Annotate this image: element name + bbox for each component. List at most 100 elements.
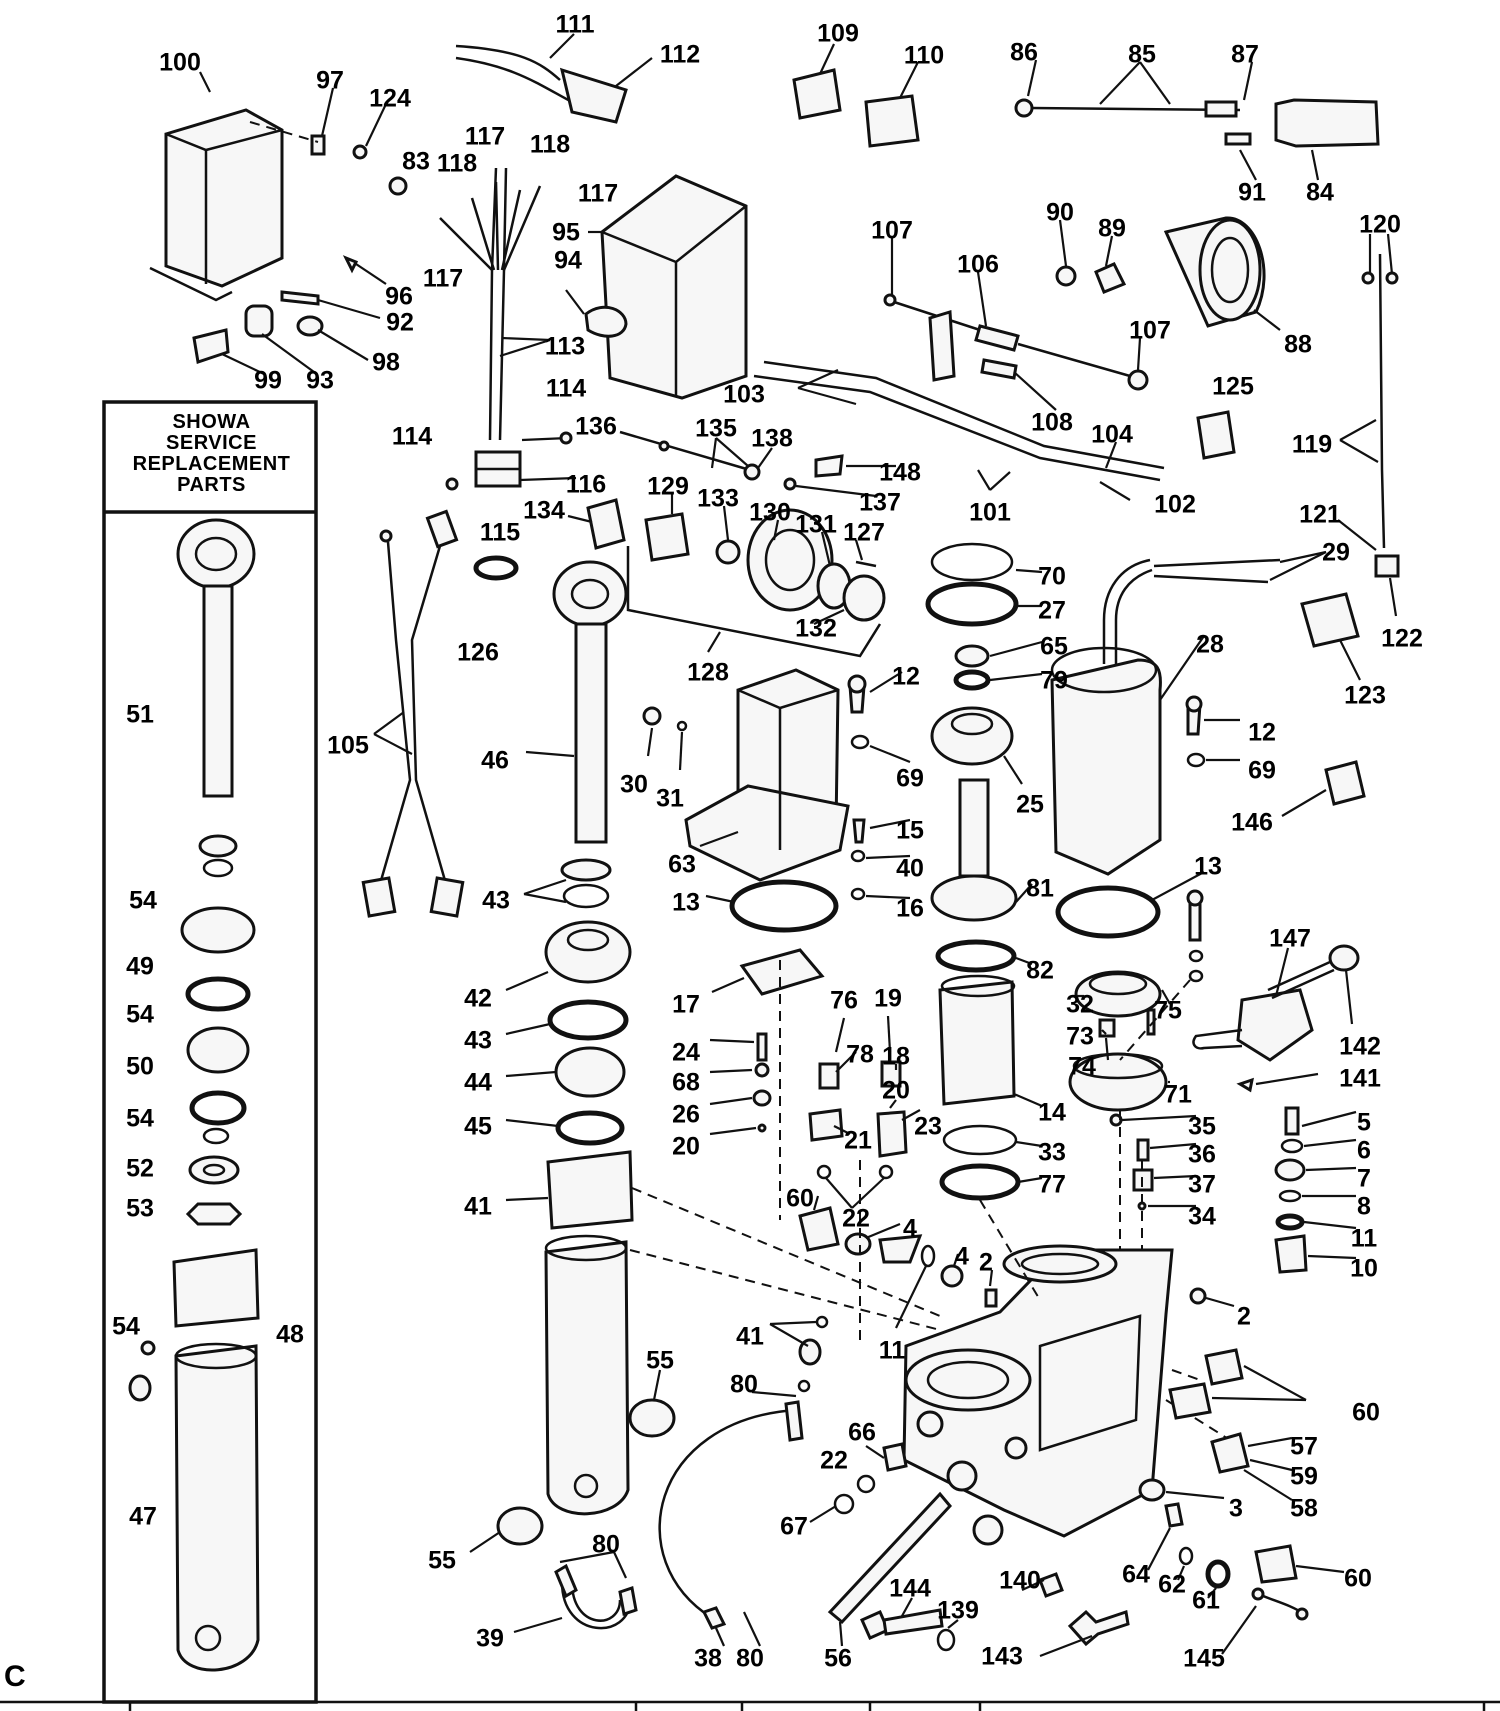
- part-label-119: 119: [1292, 431, 1332, 459]
- pump-housing-body: [902, 1244, 1235, 1546]
- part-label-44: 44: [464, 1069, 492, 1097]
- part-label-6: 6: [1357, 1137, 1371, 1165]
- part-label-121: 121: [1299, 501, 1341, 529]
- part-label-24: 24: [672, 1039, 700, 1067]
- part-label-73: 73: [1066, 1023, 1094, 1051]
- part-label-74: 74: [1068, 1053, 1096, 1081]
- part-label-43: 43: [464, 1027, 492, 1055]
- part-label-19: 19: [874, 985, 902, 1013]
- part-label-10: 10: [1350, 1255, 1378, 1283]
- part-label-138: 138: [751, 425, 793, 453]
- part-label-146: 146: [1231, 809, 1273, 837]
- part-label-28: 28: [1196, 631, 1224, 659]
- part-label-101: 101: [969, 499, 1011, 527]
- part-label-89: 89: [1098, 215, 1126, 243]
- part-label-80: 80: [592, 1531, 620, 1559]
- part-147-manual-release-valve: [1192, 944, 1360, 1093]
- part-label-15: 15: [896, 817, 924, 845]
- part-100-junction-box: [149, 108, 284, 302]
- part-label-87: 87: [1231, 41, 1259, 69]
- part-label-99: 99: [254, 367, 282, 395]
- part-label-32: 32: [1066, 991, 1094, 1019]
- part-label-3: 3: [1229, 1495, 1243, 1523]
- part-119-to-123-harness: [1300, 233, 1400, 681]
- part-41-tilt-cylinder: [544, 1234, 630, 1516]
- part-label-91: 91: [1238, 179, 1266, 207]
- part-label-61: 61: [1192, 1587, 1220, 1615]
- part-135-to-148-fittings: [619, 430, 896, 498]
- part-label-48: 48: [276, 1321, 304, 1349]
- parts-139-140-143-144-145: [860, 1572, 1309, 1658]
- part-label-70: 70: [1038, 563, 1066, 591]
- part-label-41: 41: [736, 1323, 764, 1351]
- part-label-60: 60: [786, 1185, 814, 1213]
- part-label-13: 13: [672, 889, 700, 917]
- part-label-17: 17: [672, 991, 700, 1019]
- part-label-38: 38: [694, 1645, 722, 1673]
- part-label-11: 11: [879, 1337, 906, 1365]
- parts-41-80-housing-left: [769, 1315, 829, 1393]
- part-label-128: 128: [687, 659, 729, 687]
- part-51-tilt-rod: [176, 518, 256, 798]
- small-hardware-upper-left: [192, 134, 408, 364]
- part-label-29: 29: [1322, 539, 1350, 567]
- part-label-78: 78: [846, 1041, 874, 1069]
- part-label-108: 108: [1031, 409, 1073, 437]
- part-label-34: 34: [1188, 1203, 1216, 1231]
- part-label-109: 109: [817, 20, 859, 48]
- part-13-o-rings: [705, 871, 1205, 939]
- part-label-114: 114: [392, 423, 432, 451]
- parts-5-to-11-relief-valve: [1274, 1106, 1357, 1274]
- part-label-115: 115: [480, 519, 520, 547]
- part-28-trim-motor: [1050, 550, 1327, 876]
- showa-box-title: SHOWA SERVICE REPLACEMENT PARTS: [108, 412, 315, 496]
- part-label-135: 135: [695, 415, 737, 443]
- part-label-4: 4: [955, 1243, 969, 1271]
- part-label-147: 147: [1269, 925, 1311, 953]
- part-126-clamp: [473, 555, 519, 581]
- housing-dashed-guides: [629, 960, 1231, 1441]
- part-label-67: 67: [780, 1513, 808, 1541]
- part-label-81: 81: [1026, 875, 1054, 903]
- part-label-97: 97: [316, 67, 344, 95]
- part-label-51: 51: [126, 701, 154, 729]
- part-label-107: 107: [1129, 317, 1171, 345]
- part-label-4: 4: [903, 1215, 917, 1243]
- part-label-58: 58: [1290, 1495, 1318, 1523]
- part-label-116: 116: [566, 471, 606, 499]
- part-label-111: 111: [556, 11, 595, 39]
- leads-upper-left: [199, 71, 387, 375]
- part-column-seals-70-to-77: [925, 542, 1043, 1201]
- part-label-57: 57: [1290, 1433, 1318, 1461]
- part-109-110-relays: [792, 43, 920, 148]
- part-label-114: 114: [546, 375, 586, 403]
- part-label-47: 47: [129, 1503, 157, 1531]
- part-label-23: 23: [914, 1113, 942, 1141]
- corner-mark: C: [4, 1660, 26, 1693]
- part-125-connector: [1196, 410, 1236, 460]
- part-label-56: 56: [824, 1645, 852, 1673]
- part-label-18: 18: [882, 1043, 910, 1071]
- part-label-107: 107: [871, 217, 913, 245]
- part-label-55: 55: [428, 1547, 456, 1575]
- part-label-64: 64: [1122, 1561, 1150, 1589]
- part-63-pump-cover: [642, 668, 850, 882]
- part-label-39: 39: [476, 1625, 504, 1653]
- part-label-71: 71: [1164, 1081, 1192, 1109]
- showa-title-line-2: SERVICE: [166, 432, 257, 454]
- part-label-143: 143: [981, 1643, 1023, 1671]
- showa-rod-seals: [180, 834, 256, 1226]
- part-label-65: 65: [1040, 633, 1068, 661]
- part-label-22: 22: [842, 1205, 870, 1233]
- part-95-relay-cover: [565, 174, 748, 400]
- part-label-77: 77: [1038, 1171, 1066, 1199]
- part-label-52: 52: [126, 1155, 154, 1183]
- parts-57-58-59-60-plugs: [1138, 1348, 1345, 1599]
- part-label-125: 125: [1212, 373, 1254, 401]
- part-label-31: 31: [656, 785, 684, 813]
- motor-fasteners-right: [1185, 695, 1366, 983]
- part-label-54: 54: [126, 1105, 154, 1133]
- part-label-118: 118: [437, 150, 477, 178]
- part-label-12: 12: [1248, 719, 1276, 747]
- part-label-117: 117: [465, 123, 505, 151]
